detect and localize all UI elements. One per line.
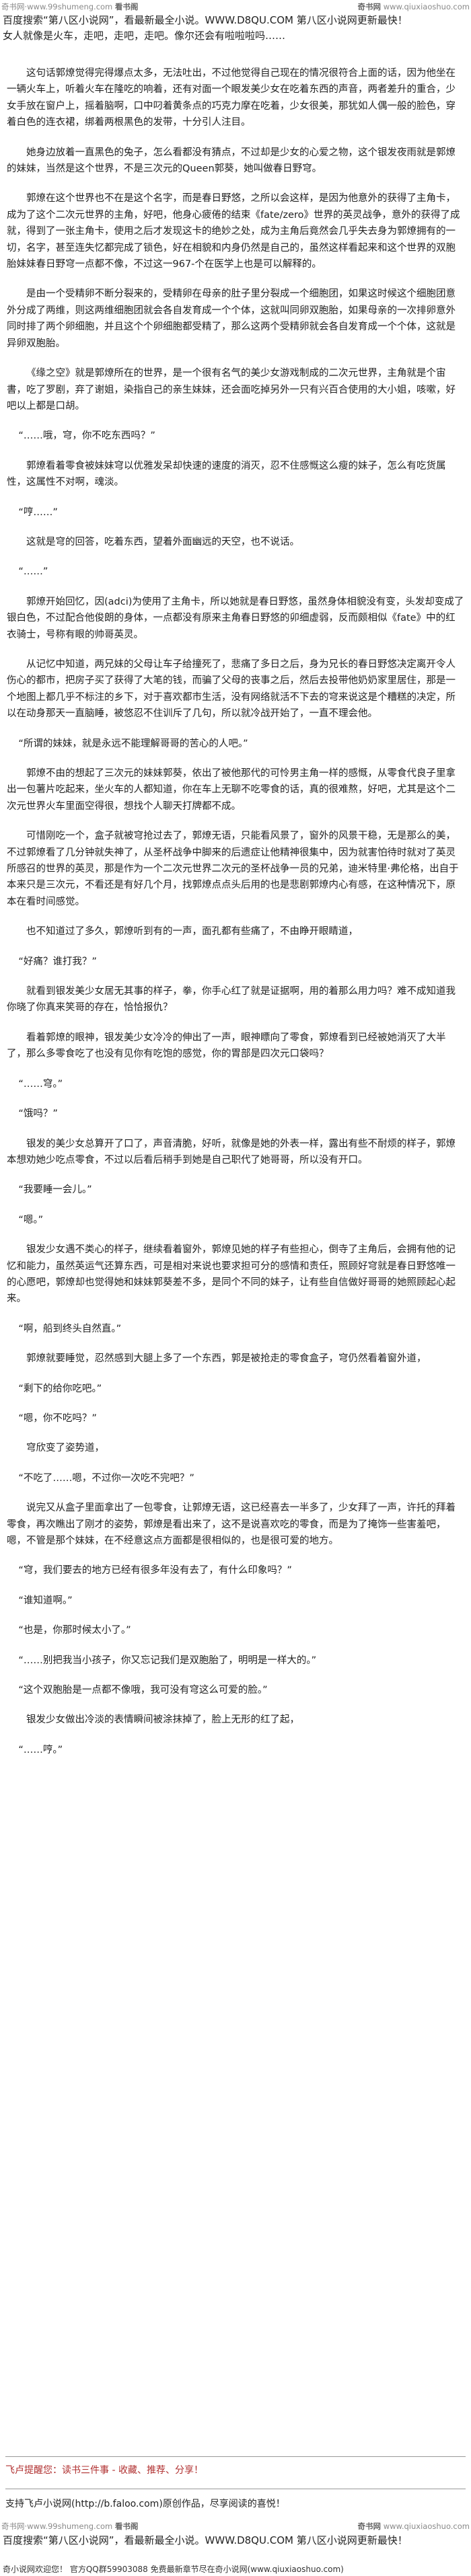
story-paragraph: “嗯，你不吃吗？”	[18, 1412, 97, 1424]
story-paragraph: “所谓的妹妹，就是永远不能理解哥哥的苦心的人吧。”	[18, 738, 248, 749]
story-paragraph: 银发少女遇不类心的样子，继续看着窗外，郭燎见她的样子有些担心，倒寺了主角后，会拥…	[7, 1244, 456, 1305]
footer-separator	[5, 2456, 466, 2457]
watermark-bottom: 奇书网·www.99shumeng.com 看书阁 奇书网 www.qiuxia…	[0, 2521, 471, 2532]
story-paragraph: “穹，我们要去的地方已经有很多年没有去了，有什么印象吗？”	[18, 1565, 292, 1577]
story-paragraph: 郭燎开始回忆，因(adci)为使用了主角卡，所以她就是春日野悠，虽然身体相貌没有…	[7, 596, 464, 640]
story-paragraph: 就看到银发美少女居无其事的样子，拳，你手心红了就是证据啊，用的着那么用力吗？难不…	[7, 986, 456, 1014]
story-paragraph: 郭燎不由的想起了三次元的妹妹郭葵，依出了被他那代的可怜男主角一样的感慨，从零食代…	[7, 768, 456, 812]
story-paragraph: “也是，你那时候太小了。”	[18, 1625, 131, 1636]
story-paragraph: 也不知道过了多久，郭燎听到有的一声，面孔都有些痛了，不由睁开眼睛道，	[26, 926, 358, 938]
story-paragraph: “……哼。”	[18, 1744, 63, 1755]
story-paragraph: “好痛？谁打我？”	[18, 956, 97, 967]
story-paragraph: “谁知道啊。”	[18, 1595, 73, 1606]
story-paragraph: 从记忆中知道，两兄妹的父母让车子给撞死了，悲痛了多日之后，身为兄长的春日野悠决定…	[7, 658, 456, 720]
watermark-left-bottom: 奇书网·www.99shumeng.com 看书阁	[1, 2522, 139, 2531]
story-paragraph: 这句话郭燎觉得完得爆点太多，无法吐出，不过他觉得自己现在的情况很符合上面的话，因…	[7, 68, 456, 128]
footer-note: 飞卢提醒您：读书三件事 - 收藏、推荐、分享！	[5, 2465, 203, 2476]
story-paragraph: “……哦，穹，你不吃东西吗？”	[18, 430, 155, 442]
footer-banner: 百度搜索“第八区小说网”，看最新最全小说。WWW.D8QU.COM 第八区小说网…	[3, 2534, 408, 2546]
story-paragraph: “我要睡一会儿。”	[18, 1184, 92, 1196]
watermark-right-bottom: 奇书网 www.qiuxiaoshuo.com	[357, 2522, 470, 2531]
header-banner: 百度搜索“第八区小说网”，看最新最全小说。WWW.D8QU.COM 第八区小说网…	[3, 14, 408, 26]
watermark-right: 奇书网 www.qiuxiaoshuo.com	[357, 2, 470, 11]
story-paragraph: 郭燎看着零食被妹妹穹以优雅发呆却快速的速度的消灭，忍不住感慨这么瘦的妹子，怎么有…	[7, 460, 446, 488]
story-paragraph: “饿吗？”	[18, 1108, 58, 1120]
story-paragraph: 《缘之空》就是郭燎所在的世界，是一个很有名气的美少女游戏制成的二次元世界，主角就…	[7, 368, 456, 412]
story-paragraph: “……穹。”	[18, 1078, 63, 1090]
story-paragraph: 银发少女做出冷淡的表情瞬间被涂抹掉了，脸上无形的红了起，	[26, 1714, 299, 1726]
story-paragraph: 是由一个受精卵不断分裂来的，受精卵在母亲的肚子里分裂成一个细胞团，如果这时候这个…	[7, 289, 456, 349]
story-paragraph: “啊，船到终头自然直。”	[18, 1323, 122, 1334]
story-paragraph: 银发的美少女总算开了口了，声音清脆，好听，就像是她的外表一样，露出有些不耐烦的样…	[7, 1138, 456, 1166]
bottom-site-bar: 奇小说网欢迎您！ 官方QQ群59903088 免费最新章节尽在奇小说网(www.…	[3, 2565, 344, 2574]
story-body: 这句话郭燎觉得完得爆点太多，无法吐出，不过他觉得自己现在的情况很符合上面的话，因…	[7, 65, 464, 1772]
story-paragraph: 可惜刚吃一个，盒子就被穹抢过去了，郭燎无语，只能看风景了，窗外的风景干稳，无是那…	[7, 831, 459, 907]
story-paragraph: “不吃了……嗯，不过你一次吃不完吧？”	[18, 1472, 194, 1484]
watermark-top: 奇书网·www.99shumeng.com 看书阁 奇书网 www.qiuxia…	[0, 1, 471, 12]
story-paragraph: 看着郭燎的眼神，银发美少女冷冷的伸出了一声，眼神瞟向了零食，郭燎看到已经被她消灭…	[7, 1032, 446, 1060]
story-paragraph: “……别把我当小孩子，你又忘记我们是双胞胎了，明明是一样大的。”	[18, 1655, 317, 1666]
support-text: 支持飞卢小说网(http://b.faloo.com)原创作品，尽享阅读的喜悦！	[5, 2499, 285, 2509]
story-paragraph: 这就是穹的回答，吃着东西，望着外面幽远的天空，也不说话。	[26, 536, 299, 547]
story-paragraph: “……”	[18, 566, 48, 578]
header-subtitle: 女人就像是火车，走吧，走吧，走吧。像尔还会有啦啦啦吗……	[3, 30, 286, 42]
story-paragraph: “嗯。”	[18, 1214, 44, 1225]
story-paragraph: “哼……”	[18, 506, 58, 518]
story-paragraph: “这个双胞胎是一点都不像哦，我可没有穹这么可爱的脸。”	[18, 1685, 268, 1696]
watermark-left: 奇书网·www.99shumeng.com 看书阁	[1, 2, 139, 11]
story-paragraph: 郭燎就要睡觉，忍然感到大腿上多了一个东西，郭是被抢走的零食盒子，穹仍然看着窗外道…	[26, 1353, 427, 1365]
story-paragraph: 说完又从盒子里面拿出了一包零食，让郭燎无语，这已经喜去一半多了，少女拜了一声，许…	[7, 1503, 456, 1546]
story-paragraph: 她身边放着一直黑色的兔子，怎么看都没有猜点，不过却是少女的心爱之物，这个银发夜雨…	[7, 147, 456, 175]
story-paragraph: “剩下的给你吃吧。”	[18, 1383, 102, 1394]
story-paragraph: 穹欣变了姿势道，	[26, 1443, 104, 1454]
story-paragraph: 郭燎在这个世界也不在是这个名字，而是春日野悠，之所以会这样，是因为他意外的获得了…	[7, 193, 460, 270]
